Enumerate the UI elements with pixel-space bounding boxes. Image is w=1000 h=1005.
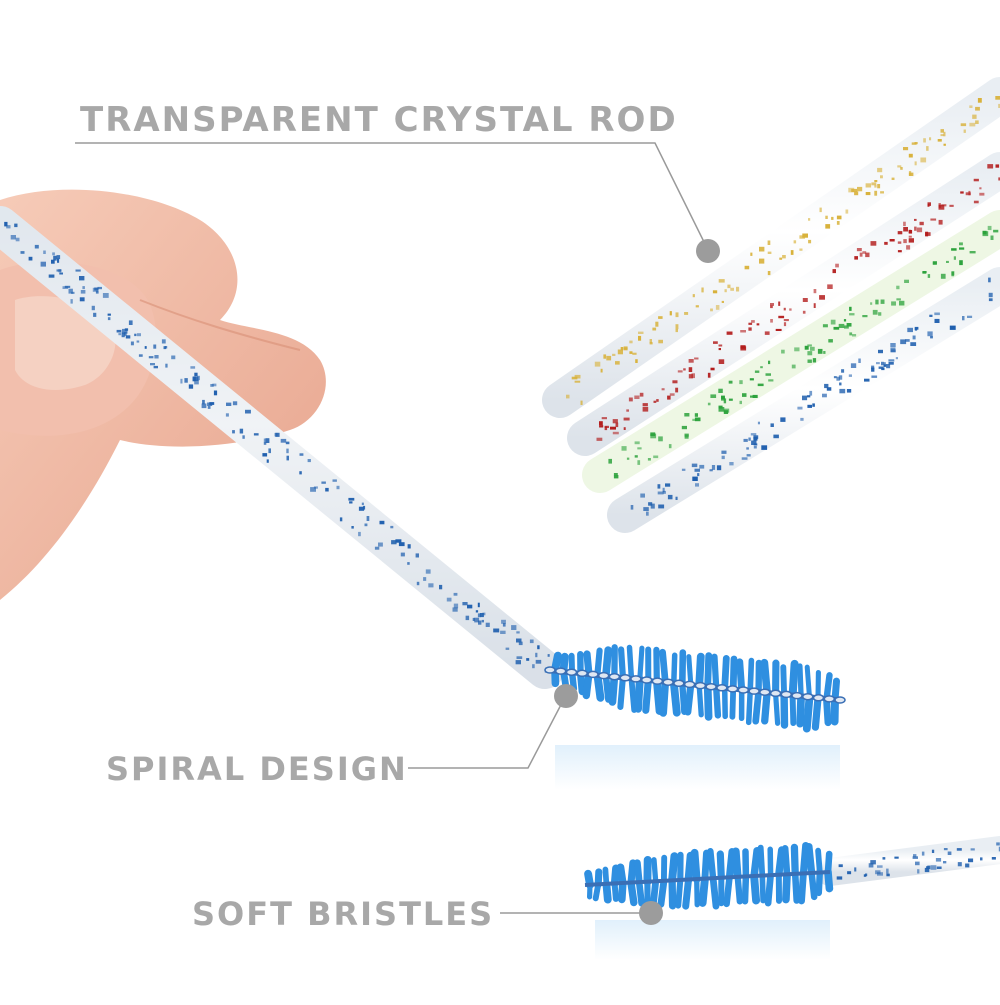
- callout-transparent-crystal-rod: TRANSPARENT CRYSTAL ROD: [80, 100, 678, 140]
- callout-soft-bristles: SOFT BRISTLES: [192, 895, 494, 933]
- brush-reflection: [555, 745, 840, 790]
- callout-spiral-connector: [408, 684, 578, 768]
- lower-brush: [585, 842, 1000, 960]
- colored-rods: [560, 95, 1000, 516]
- main-brush-head: [545, 647, 845, 728]
- callout-spiral-design: SPIRAL DESIGN: [106, 750, 408, 788]
